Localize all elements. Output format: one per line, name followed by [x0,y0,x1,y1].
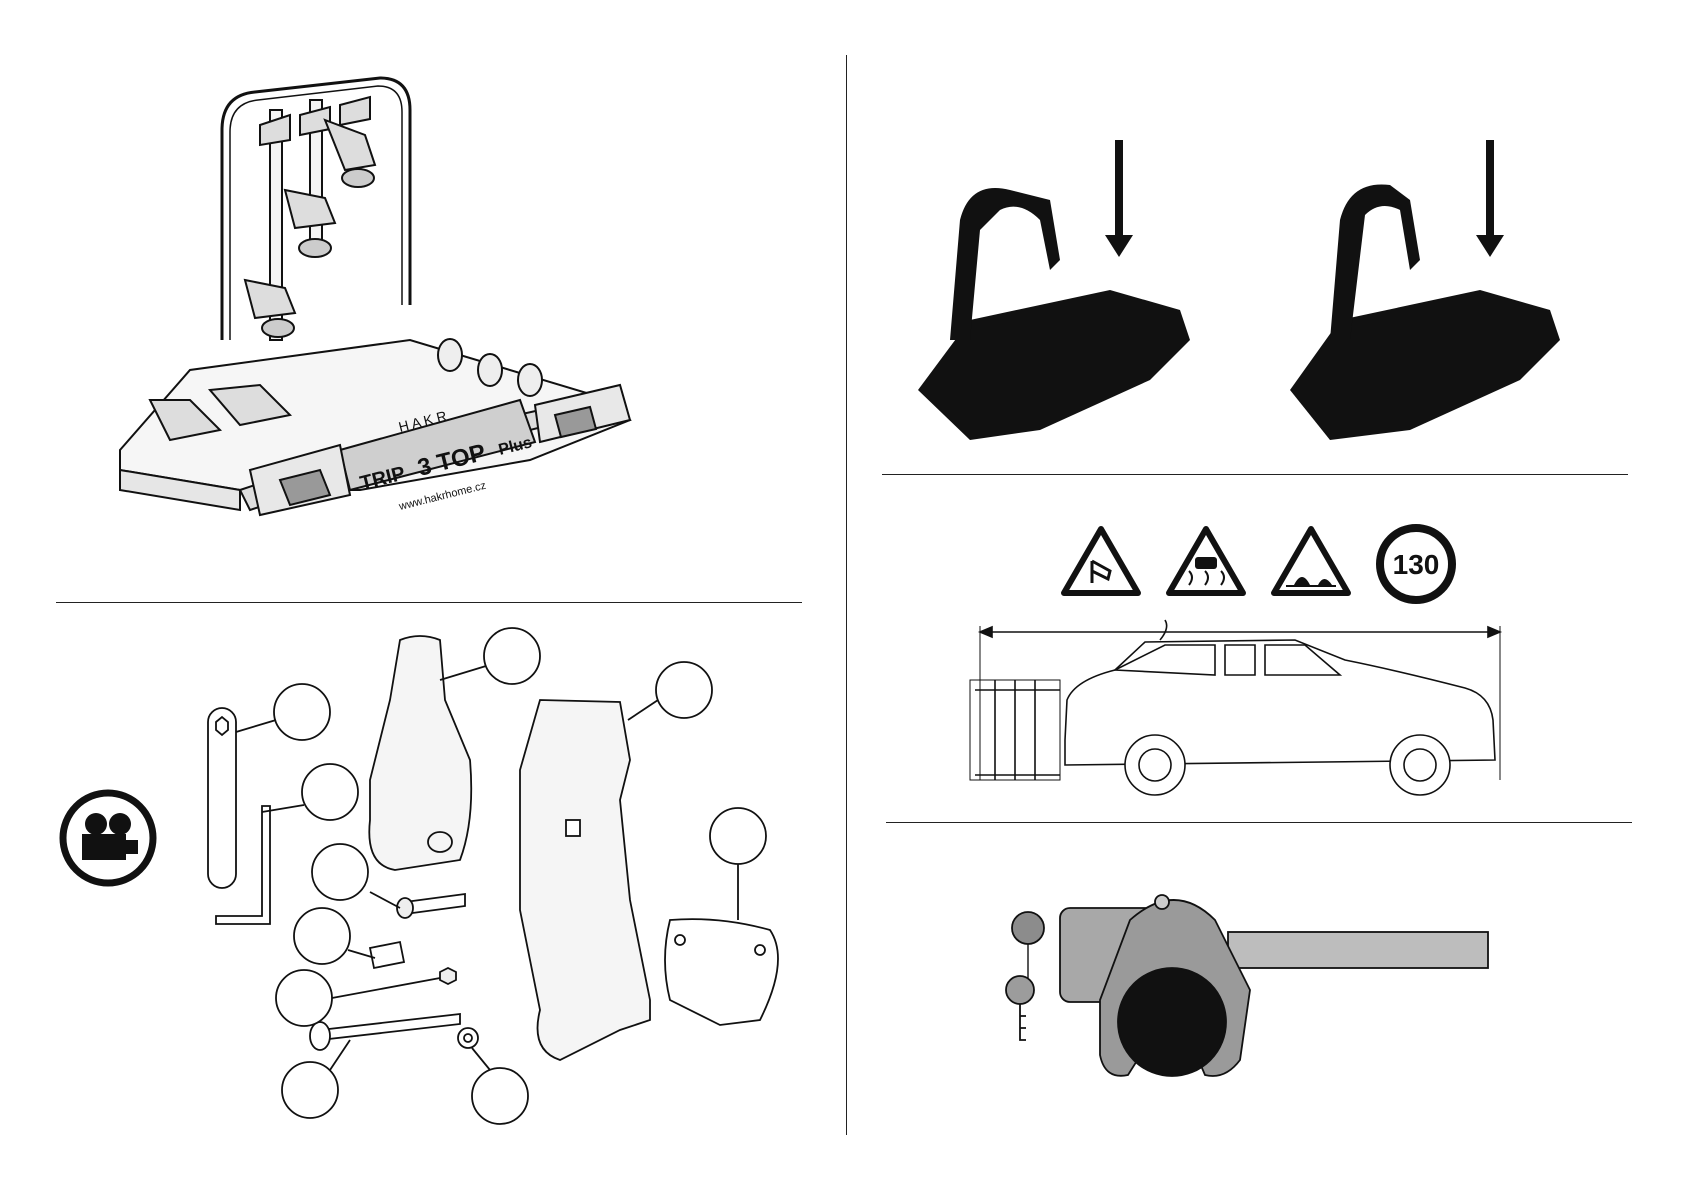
left-section-divider [56,602,802,603]
website: www.hakrhome.cz [397,480,487,513]
side-cover-part [520,700,650,1060]
uneven-road-warning-icon [1270,525,1352,597]
lock-mechanism-illustration [1000,890,1500,1090]
center-divider [846,55,847,1135]
tow-ball [1118,968,1226,1076]
speed-limit-value: 130 [1393,549,1440,580]
folding-illustration [910,140,1600,460]
crosswind-warning-icon [1060,525,1142,597]
car-with-carrier-illustration [965,620,1510,820]
key-icon [1006,976,1034,1004]
pin-part [320,1014,460,1040]
video-camera-icon [58,788,158,888]
carrier-bar [1228,932,1488,968]
right-section-divider-top [882,474,1628,475]
right-section-divider-bottom [886,822,1632,823]
parts-diagram [200,620,820,1130]
washer-part [458,1028,478,1048]
nut-part [440,968,456,984]
bolt-part [405,894,465,914]
sleeve-part [370,942,404,968]
clamp-jaw-part [369,636,471,870]
bike-carrier-illustration: H A K R TRIP 3 TOP Plus www.hakrhome.cz [110,70,730,560]
speed-limit-icon: 130 [1375,523,1457,605]
slippery-road-warning-icon [1165,525,1247,597]
